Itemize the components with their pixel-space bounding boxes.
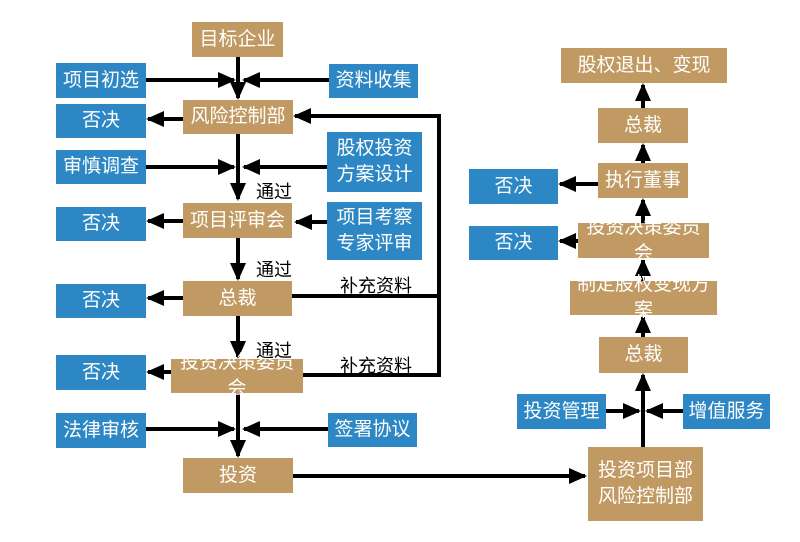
node-reject-3: 否决	[56, 284, 146, 318]
node-label: 项目初选	[62, 69, 139, 91]
node-label: 目标企业	[199, 28, 276, 50]
node-reject-6: 否决	[469, 226, 558, 260]
node-equity-exit: 股权退出、变现	[561, 48, 727, 83]
node-label: 签署协议	[334, 419, 411, 441]
node-data-collection: 资料收集	[329, 64, 418, 98]
node-president-right-bottom: 总裁	[599, 337, 688, 373]
node-risk-control-dept: 风险控制部	[183, 100, 293, 134]
node-investment-project-dept: 投资项目部 风险控制部	[588, 447, 703, 521]
node-label: 资料收集	[335, 70, 412, 92]
node-label: 总裁	[218, 287, 257, 309]
node-label: 制定股权变现方案	[576, 274, 710, 321]
node-label: 股权退出、变现	[577, 54, 711, 76]
node-label: 增值服务	[688, 400, 765, 422]
node-executive-director: 执行董事	[598, 163, 688, 198]
node-label: 投资项目部 风险控制部	[597, 460, 693, 507]
edge-label-pass-president: 通过	[256, 260, 292, 280]
edge-label-supplement-committee: 补充资料	[340, 356, 412, 376]
node-label: 否决	[494, 175, 533, 197]
node-label: 否决	[81, 361, 120, 383]
node-label: 股权投资 方案设计	[336, 138, 413, 185]
node-project-review-board: 项目评审会	[183, 203, 292, 238]
edge-label-supplement-president: 补充资料	[340, 276, 412, 296]
node-reject-2: 否决	[56, 207, 146, 241]
node-due-diligence: 审慎调查	[56, 150, 146, 184]
edge-label-pass-review: 通过	[256, 182, 292, 202]
node-label: 投资决策委员会	[586, 216, 701, 264]
node-sign-agreement: 签署协议	[328, 413, 417, 447]
node-legal-review: 法律审核	[56, 413, 146, 448]
node-equity-realization-plan: 制定股权变现方案	[570, 274, 717, 321]
node-label: 总裁	[623, 114, 662, 136]
node-president-right-top: 总裁	[598, 108, 688, 143]
node-label: 法律审核	[62, 419, 139, 441]
node-label: 项目考察 专家评审	[336, 207, 413, 254]
node-target-company: 目标企业	[192, 22, 283, 57]
node-label: 审慎调查	[62, 156, 139, 178]
node-label: 项目评审会	[189, 209, 285, 231]
node-invest: 投资	[183, 458, 293, 493]
node-label: 风险控制部	[190, 106, 286, 128]
node-label: 投资管理	[523, 400, 600, 422]
node-label: 否决	[81, 290, 120, 312]
node-investment-committee-right: 投资决策委员会	[578, 217, 709, 264]
node-label: 否决	[81, 213, 120, 235]
node-value-added-service: 增值服务	[683, 394, 770, 429]
node-investment-management: 投资管理	[517, 394, 606, 429]
node-label: 否决	[494, 232, 533, 254]
node-label: 投资决策委员会	[179, 352, 294, 399]
node-reject-4: 否决	[56, 355, 146, 390]
node-investment-committee-left: 投资决策委员会	[171, 352, 303, 399]
node-reject-1: 否决	[56, 104, 146, 138]
node-label: 投资	[218, 464, 257, 486]
node-label: 否决	[81, 110, 120, 132]
node-equity-plan-design: 股权投资 方案设计	[327, 132, 422, 192]
node-label: 执行董事	[604, 169, 681, 191]
edge-label-pass-committee: 通过	[256, 341, 292, 361]
node-label: 总裁	[624, 344, 663, 366]
node-reject-5: 否决	[469, 169, 558, 204]
edge-committee-supplement-loop	[293, 108, 441, 377]
node-expert-review: 项目考察 专家评审	[327, 202, 422, 260]
node-president-left: 总裁	[183, 281, 292, 316]
node-project-screening: 项目初选	[56, 63, 146, 98]
